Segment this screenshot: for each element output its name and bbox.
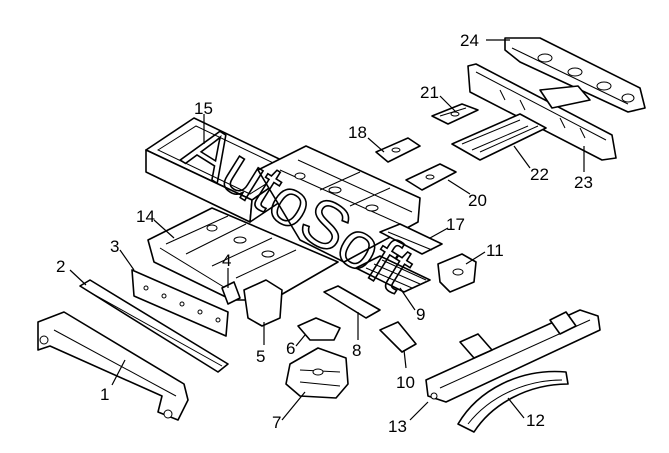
part-22-tray[interactable] xyxy=(451,113,547,161)
callout-1: 1 xyxy=(100,385,109,404)
part-13-side-member[interactable] xyxy=(425,309,601,403)
callout-labels: 1 2 3 4 5 6 7 8 9 10 11 12 13 14 15 17 1… xyxy=(56,31,593,436)
callout-21: 21 xyxy=(420,83,439,102)
part-14-front-floor[interactable] xyxy=(147,207,339,301)
main-floor-pan[interactable] xyxy=(257,145,421,263)
callout-12: 12 xyxy=(526,411,545,430)
callout-24: 24 xyxy=(460,31,479,50)
part-9-plate[interactable] xyxy=(355,255,431,293)
callout-8: 8 xyxy=(352,341,361,360)
callout-9: 9 xyxy=(416,305,425,324)
part-10-bracket[interactable] xyxy=(379,321,417,353)
callout-4: 4 xyxy=(222,251,231,270)
part-12-wheel-arch[interactable] xyxy=(457,370,569,433)
part-2-cross-member[interactable] xyxy=(79,279,229,373)
part-21-plate[interactable] xyxy=(431,103,479,125)
callout-20: 20 xyxy=(468,191,487,210)
callout-5: 5 xyxy=(256,347,265,366)
callout-11: 11 xyxy=(486,241,504,260)
callout-17: 17 xyxy=(446,215,465,234)
callout-15: 15 xyxy=(194,99,213,118)
callout-3: 3 xyxy=(110,237,119,256)
part-1-front-beam[interactable] xyxy=(37,311,189,421)
callout-18: 18 xyxy=(348,123,367,142)
callout-7: 7 xyxy=(272,413,281,432)
part-5-support[interactable] xyxy=(243,279,283,327)
part-4-bracket[interactable] xyxy=(221,281,241,305)
part-17-rail[interactable] xyxy=(379,223,443,255)
callout-14: 14 xyxy=(136,207,155,226)
callout-22: 22 xyxy=(530,165,549,184)
part-3-front-panel[interactable] xyxy=(131,269,229,337)
part-18-bracket[interactable] xyxy=(375,137,421,163)
part-24-rear-rail[interactable] xyxy=(504,37,646,113)
callout-23: 23 xyxy=(574,173,593,192)
part-23-rear-floor-frame[interactable] xyxy=(467,63,617,161)
part-20-bracket[interactable] xyxy=(405,163,457,191)
part-6-bracket[interactable] xyxy=(297,317,341,341)
callout-13: 13 xyxy=(388,417,407,436)
callout-6: 6 xyxy=(286,339,295,358)
leader-lines xyxy=(69,39,585,421)
callout-2: 2 xyxy=(56,257,65,276)
part-11-bracket[interactable] xyxy=(437,253,477,293)
callout-10: 10 xyxy=(396,373,415,392)
part-8-strip[interactable] xyxy=(323,285,381,319)
part-7-seat-base[interactable] xyxy=(285,347,349,399)
